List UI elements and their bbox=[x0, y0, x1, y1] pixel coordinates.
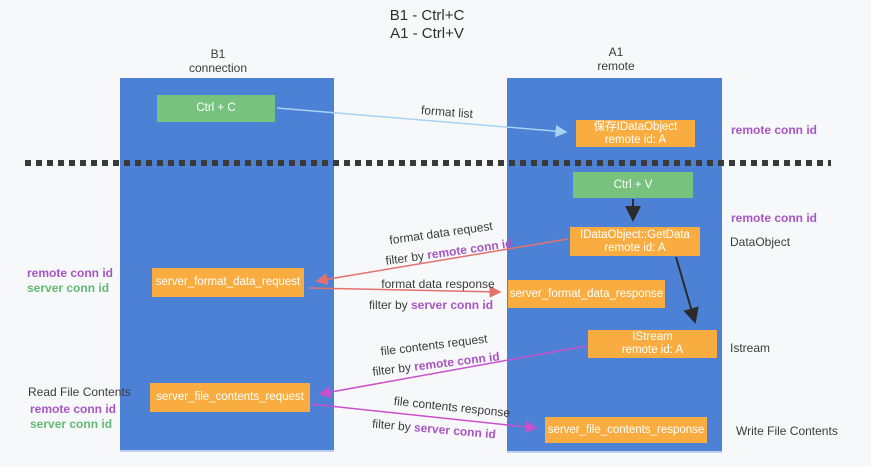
write-file-contents-label: Write File Contents bbox=[736, 424, 838, 438]
istream-line2: remote id: A bbox=[621, 344, 684, 356]
istream-side-label: Istream bbox=[730, 341, 771, 355]
getdata-line2: remote id: A bbox=[604, 241, 666, 254]
file-contents-response-label: file contents response bbox=[393, 393, 511, 421]
server-file-contents-request-node: server_file_contents_request bbox=[150, 383, 310, 412]
left-column-name: B1 bbox=[210, 47, 226, 61]
title-line-1: B1 - Ctrl+C bbox=[389, 7, 465, 24]
istream-line1: IStream bbox=[632, 331, 673, 343]
session-separator-dashed-line bbox=[25, 160, 831, 166]
server-format-data-response-node: server_format_data_response bbox=[508, 280, 665, 308]
right-column-header: A1 remote bbox=[597, 45, 634, 73]
left-remote-conn-id-label-1: remote conn id bbox=[27, 266, 114, 280]
dataobject-label: DataObject bbox=[730, 235, 791, 249]
filter-by-server-conn-id-label-1: filter by server conn id bbox=[369, 298, 493, 312]
diagram-title: B1 - Ctrl+C A1 - Ctrl+V bbox=[390, 7, 465, 43]
server-format-data-request-label: server_format_data_request bbox=[155, 276, 301, 288]
left-remote-conn-id-label-2: remote conn id bbox=[30, 402, 117, 416]
right-remote-conn-id-label-1: remote conn id bbox=[731, 123, 818, 137]
save-dataobject-line2: remote id: A bbox=[604, 133, 667, 146]
format-data-response-label: format data response bbox=[381, 277, 495, 291]
istream-node: IStream remote id: A bbox=[588, 330, 717, 358]
server-file-contents-response-node: server_file_contents_response bbox=[545, 417, 707, 443]
filter-server-conn-id-1: server conn id bbox=[410, 298, 494, 312]
title-line-2: A1 - Ctrl+V bbox=[390, 25, 464, 42]
filter-server-conn-id-2: server conn id bbox=[413, 420, 497, 442]
server-format-data-response-label: server_format_data_response bbox=[509, 287, 664, 300]
getdata-node: IDataObject::GetData remote id: A bbox=[570, 227, 700, 256]
filter-by-text-3: filter by bbox=[371, 359, 416, 379]
ctrl-c-label: Ctrl + C bbox=[196, 102, 236, 114]
right-remote-conn-id-label-2: remote conn id bbox=[731, 211, 818, 225]
right-column-subtitle: remote bbox=[597, 59, 635, 73]
getdata-line1: IDataObject::GetData bbox=[580, 228, 690, 241]
left-column-header: B1 connection bbox=[189, 47, 247, 75]
filter-by-text-4: filter by bbox=[371, 416, 415, 435]
filter-by-text-1: filter by bbox=[384, 248, 429, 268]
server-file-contents-request-label: server_file_contents_request bbox=[156, 391, 304, 403]
read-file-contents-label: Read File Contents bbox=[28, 385, 131, 399]
left-server-conn-id-label-1: server conn id bbox=[27, 281, 110, 295]
filter-by-server-conn-id-label-2: filter by server conn id bbox=[372, 417, 497, 442]
save-dataobject-line1: 保存IDataObject bbox=[593, 120, 678, 133]
left-server-conn-id-label-2: server conn id bbox=[30, 417, 113, 431]
server-file-contents-response-label: server_file_contents_response bbox=[547, 423, 705, 436]
save-dataobject-node: 保存IDataObject remote id: A bbox=[576, 120, 695, 147]
ctrl-c-node: Ctrl + C bbox=[157, 95, 275, 122]
left-column-subtitle: connection bbox=[188, 61, 248, 75]
server-format-data-request-node: server_format_data_request bbox=[152, 268, 304, 297]
ctrl-v-node: Ctrl + V bbox=[573, 172, 693, 198]
ctrl-v-label: Ctrl + V bbox=[613, 178, 653, 191]
format-list-label: format list bbox=[420, 102, 474, 122]
filter-by-text-2: filter by bbox=[368, 298, 411, 312]
right-column-name: A1 bbox=[608, 45, 624, 59]
